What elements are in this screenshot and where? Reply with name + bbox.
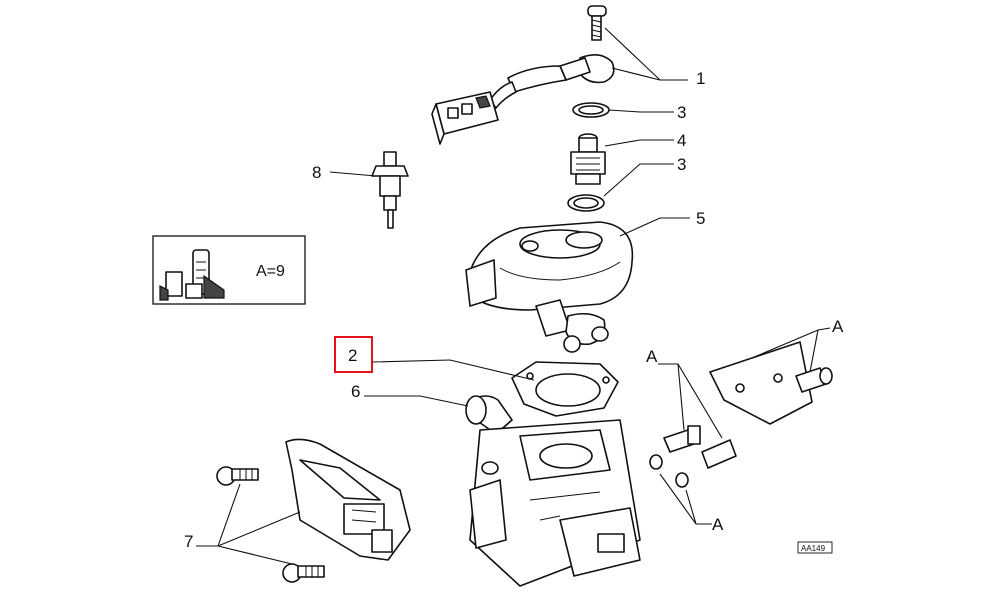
callout-a-right: A <box>832 317 844 336</box>
callout-7: 7 <box>184 532 193 551</box>
part-3-o-ring-upper <box>572 102 610 118</box>
part-2-gasket <box>511 361 619 417</box>
callouts: 1 3 4 3 5 8 2 6 7 A A A <box>184 69 844 551</box>
callout-2: 2 <box>348 346 357 365</box>
part-1-sensor-connector <box>431 5 615 145</box>
fittings-a <box>649 425 737 488</box>
callout-a-bottom: A <box>712 515 724 534</box>
callout-4: 4 <box>677 131 686 150</box>
callout-6: 6 <box>351 382 360 401</box>
reference-code: AA149 <box>801 544 826 553</box>
screw-7-lower <box>282 563 325 583</box>
part-4-valve <box>570 133 606 185</box>
part-6-throttle-body <box>465 395 641 587</box>
callout-5: 5 <box>696 209 705 228</box>
callout-3-lower: 3 <box>677 155 686 174</box>
callout-a-left: A <box>646 347 658 366</box>
part-3-o-ring-lower <box>567 194 605 212</box>
part-8-sensor <box>371 151 409 229</box>
part-7-actuator <box>285 438 411 561</box>
screw-top <box>587 5 607 41</box>
callout-8: 8 <box>312 163 321 182</box>
reference-tag: AA149 <box>797 541 833 554</box>
callout-1: 1 <box>696 69 705 88</box>
inset-formula: A=9 <box>256 263 285 280</box>
screw-7-upper <box>216 466 259 486</box>
sealant-inset: A=9 <box>152 235 306 305</box>
callout-2-highlight <box>334 336 373 373</box>
sensor-body <box>489 54 615 109</box>
connector-plug <box>431 91 499 145</box>
sealant-tube-icon <box>159 249 225 301</box>
leader-lines <box>196 27 831 565</box>
part-5-housing <box>465 221 634 353</box>
callout-3-upper: 3 <box>677 103 686 122</box>
bracket-a <box>709 341 833 425</box>
